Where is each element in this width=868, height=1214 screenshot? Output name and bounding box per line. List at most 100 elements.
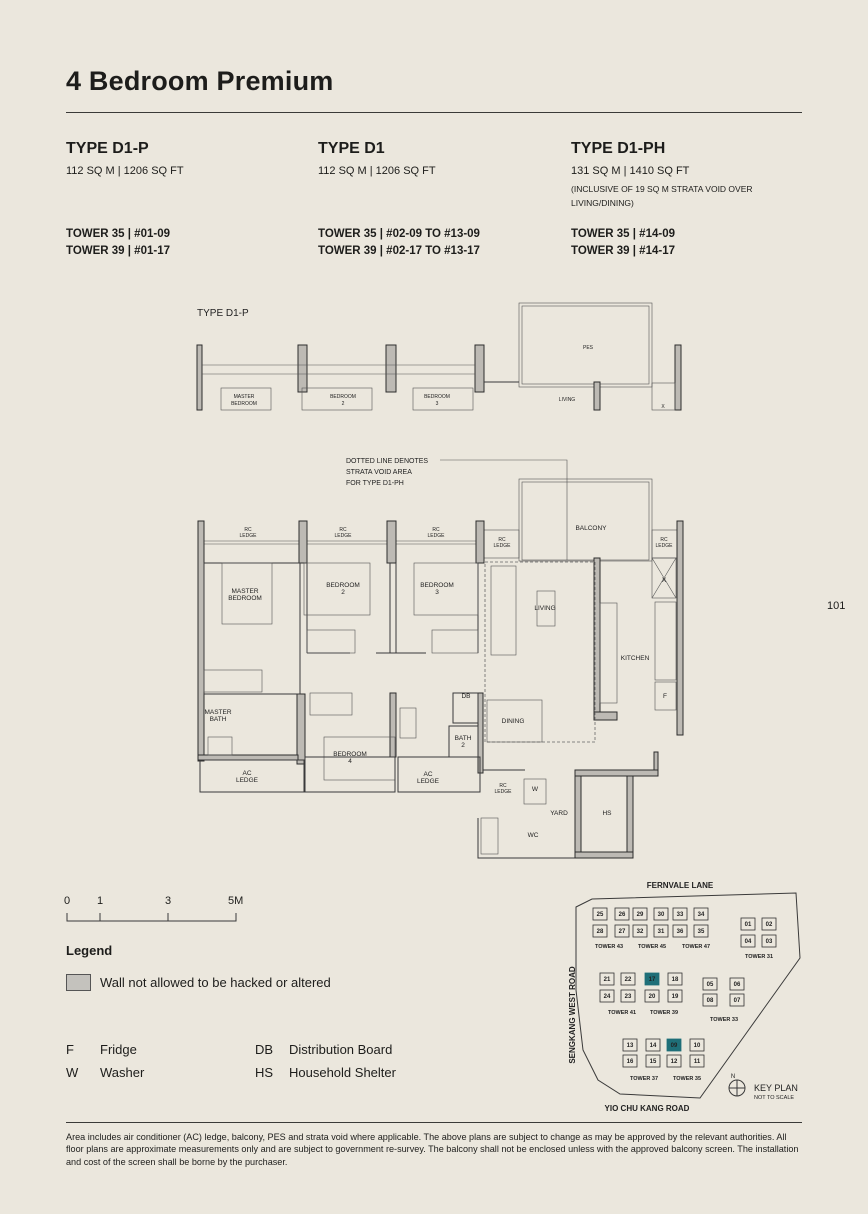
key-plan-unit-number: 33	[677, 912, 684, 918]
annotation-line: DOTTED LINE DENOTES	[346, 458, 428, 465]
room-label: PES	[583, 345, 594, 351]
footer-divider	[66, 1122, 802, 1123]
key-plan-unit-number: 02	[766, 922, 773, 928]
legend-wall-swatch	[66, 974, 91, 991]
key-plan-unit	[599, 989, 615, 1003]
key-plan-unit-number: 20	[649, 994, 656, 1000]
room-label: BEDROOM	[424, 394, 450, 400]
room-label: 4	[348, 758, 352, 765]
tower-units: TOWER 39 | #02-17 TO #13-17	[318, 245, 480, 257]
room-label: 2	[461, 742, 465, 749]
room-label: X	[661, 404, 665, 410]
key-plan-unit	[702, 977, 718, 991]
room-label: LIVING	[559, 397, 576, 403]
key-plan-tower-label: TOWER 35	[673, 1076, 701, 1082]
key-plan-unit-number: 08	[707, 998, 714, 1004]
ac-ledge-label: LEDGE	[417, 778, 440, 785]
key-plan-tower-label: TOWER 41	[608, 1010, 636, 1016]
key-plan-unit-number: 21	[604, 977, 611, 983]
key-plan-unit	[702, 993, 718, 1007]
room-label: X	[662, 577, 667, 584]
key-plan-tower-label: TOWER 33	[710, 1017, 738, 1023]
type-area: 112 SQ M | 1206 SQ FT	[318, 165, 436, 177]
key-plan-unit-number: 22	[625, 977, 632, 983]
key-plan-unit	[729, 977, 745, 991]
room-label: DINING	[502, 718, 525, 725]
rc-ledge-label: LEDGE	[495, 789, 513, 795]
tower-units: TOWER 35 | #01-09	[66, 228, 170, 240]
legend-meaning: Washer	[100, 1065, 145, 1080]
room-label: F	[663, 693, 667, 700]
room-label: MASTER	[231, 588, 258, 595]
type-name: TYPE D1-P	[66, 140, 149, 157]
key-plan-unit	[599, 972, 615, 986]
annotation-line: STRATA VOID AREA	[346, 469, 412, 476]
legend-wall-note: Wall not allowed to be hacked or altered	[100, 975, 331, 990]
key-plan-unit-highlighted	[666, 1038, 682, 1052]
key-plan-unit-number: 15	[650, 1059, 657, 1065]
key-plan-tower-label: TOWER 31	[745, 954, 773, 960]
ac-ledge-label: LEDGE	[236, 777, 259, 784]
key-plan-unit-number: 29	[637, 912, 644, 918]
legend-meaning: Fridge	[100, 1042, 137, 1057]
room-label: 3	[435, 589, 439, 596]
type-area: 131 SQ M | 1410 SQ FT	[571, 165, 690, 177]
room-label: BEDROOM	[231, 401, 257, 407]
key-plan-unit	[729, 993, 745, 1007]
tower-units: TOWER 35 | #02-09 TO #13-09	[318, 228, 480, 240]
room-label: WC	[528, 832, 539, 839]
key-plan-unit-number: 19	[672, 994, 679, 1000]
page-title: 4 Bedroom Premium	[66, 66, 334, 96]
key-plan-unit-number: 06	[734, 982, 741, 988]
key-plan-unit	[666, 1054, 682, 1068]
type-d1-info: TYPE D1 112 SQ M | 1206 SQ FT	[318, 140, 558, 177]
key-plan-unit	[620, 989, 636, 1003]
room-label: BEDROOM	[326, 582, 360, 589]
rc-ledge-label: LEDGE	[335, 533, 353, 539]
type-d1ph-towers: TOWER 35 | #14-09 TOWER 39 | #14-17	[571, 226, 675, 260]
rc-ledge-label: LEDGE	[656, 543, 674, 549]
header-divider	[66, 112, 802, 113]
key-plan-unit	[592, 924, 608, 938]
key-plan-unit	[614, 907, 630, 921]
room-label: BATH	[210, 716, 227, 723]
legend-code: F	[66, 1042, 74, 1057]
key-plan-unit-number: 27	[619, 929, 626, 935]
key-plan-unit-number: 11	[694, 1059, 701, 1065]
key-plan-tower-label: TOWER 37	[630, 1076, 658, 1082]
key-plan-unit-number: 09	[671, 1043, 678, 1049]
annotation-line: FOR TYPE D1-PH	[346, 480, 404, 487]
ac-ledge-label: AC	[242, 770, 251, 777]
room-label: LIVING	[534, 605, 555, 612]
type-area: 112 SQ M | 1206 SQ FT	[66, 165, 184, 177]
key-plan-unit-number: 03	[766, 939, 773, 945]
rc-ledge-label: RC	[660, 537, 668, 543]
key-plan-unit	[632, 907, 648, 921]
room-label: 2	[341, 589, 345, 596]
key-plan-unit	[614, 924, 630, 938]
key-plan-tower-label: TOWER 47	[682, 944, 710, 950]
rc-ledge-label: LEDGE	[428, 533, 446, 539]
scale-label: 3	[165, 895, 172, 907]
key-plan-unit	[761, 917, 777, 931]
rc-ledge-label: RC	[499, 783, 507, 789]
key-plan-unit-number: 07	[734, 998, 741, 1004]
road-label-north: FERNVALE LANE	[647, 881, 714, 890]
key-plan-title: KEY PLAN	[754, 1083, 798, 1093]
room-label: DB	[461, 693, 470, 700]
key-plan-unit	[740, 917, 756, 931]
key-plan-unit-number: 10	[694, 1043, 701, 1049]
disclaimer-text: Area includes air conditioner (AC) ledge…	[66, 1132, 799, 1167]
type-d1p-info: TYPE D1-P 112 SQ M | 1206 SQ FT	[66, 140, 306, 177]
key-plan-subtitle: NOT TO SCALE	[754, 1095, 794, 1101]
key-plan-unit	[653, 907, 669, 921]
key-plan-unit-number: 36	[677, 929, 684, 935]
key-plan-unit-number: 17	[649, 977, 656, 983]
rc-ledge-label: LEDGE	[240, 533, 258, 539]
